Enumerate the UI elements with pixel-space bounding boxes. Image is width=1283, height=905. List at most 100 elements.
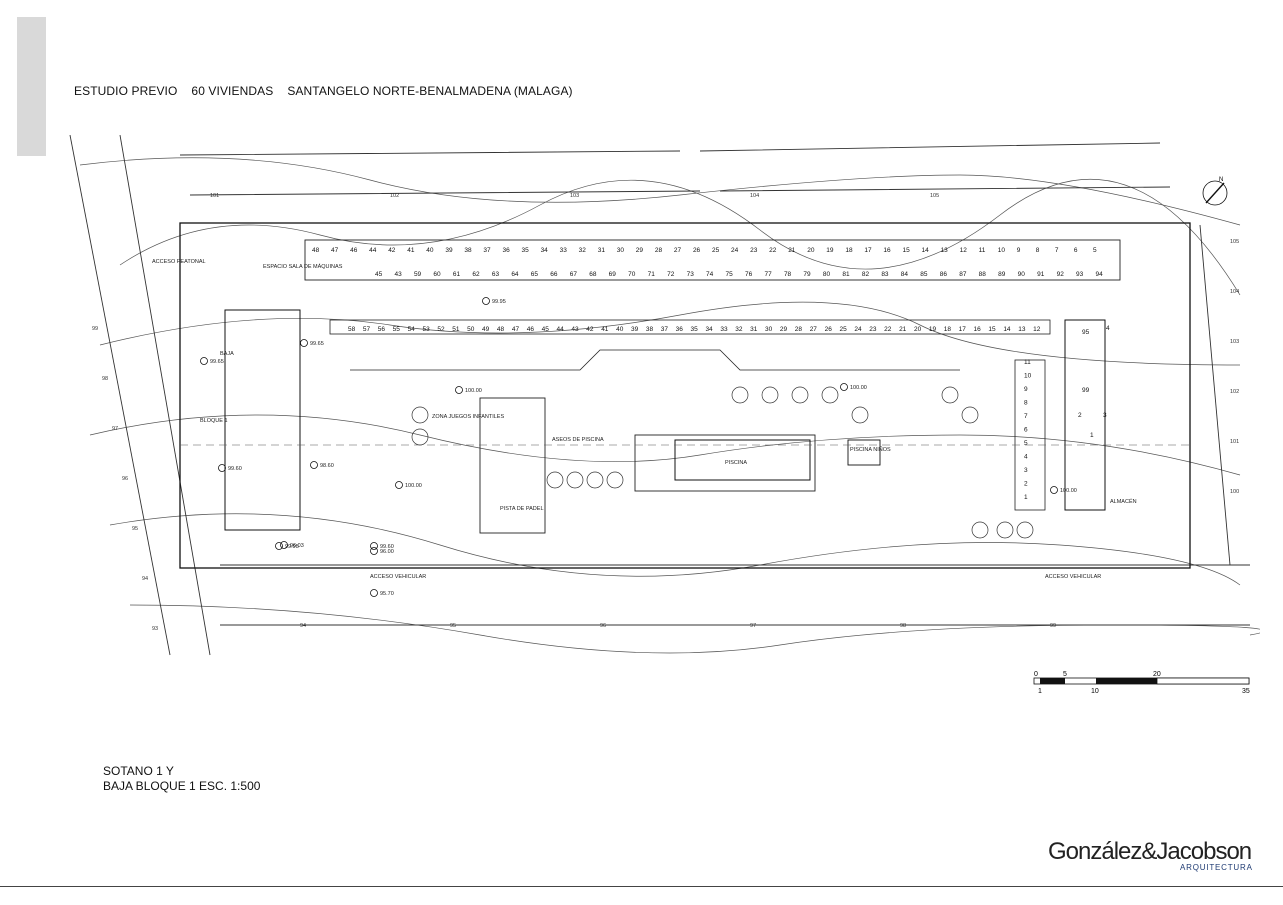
parking-space-middle: 35 xyxy=(691,326,699,333)
parking-space-top: 26 xyxy=(693,247,701,254)
parking-space-middle: 33 xyxy=(720,326,728,333)
label-espacio-maquinas: ESPACIO SALA DE MÁQUINAS xyxy=(263,263,343,270)
parking-space-middle: 55 xyxy=(393,326,401,333)
parking-space-middle: 27 xyxy=(810,326,818,333)
parking-space-top: 10 xyxy=(998,247,1006,254)
level-marker xyxy=(310,461,318,469)
parking-space-top: 19 xyxy=(826,247,834,254)
contour-label-bottom: 98 xyxy=(900,623,906,629)
parking-space-inner: 91 xyxy=(1037,271,1045,278)
label-piscina-ninos: PISCINA NIÑOS xyxy=(850,446,891,453)
parking-space-inner: 80 xyxy=(823,271,831,278)
title-study: ESTUDIO PREVIO xyxy=(74,84,178,98)
parking-space-top: 39 xyxy=(445,247,453,254)
logo-name: González&Jacobson xyxy=(1048,838,1252,865)
parking-space-inner: 64 xyxy=(511,271,519,278)
parking-space-top: 18 xyxy=(845,247,853,254)
parking-space-inner: 76 xyxy=(745,271,753,278)
parking-space-right: 10 xyxy=(1024,373,1032,380)
parking-space-inner: 62 xyxy=(472,271,480,278)
parking-space-inner: 63 xyxy=(492,271,500,278)
parking-space-right: 11 xyxy=(1024,359,1031,366)
parking-space-top: 6 xyxy=(1074,247,1078,254)
level-value: 96.00 xyxy=(380,549,394,555)
parking-space-right: 4 xyxy=(1024,454,1028,461)
parking-space-middle: 15 xyxy=(988,326,996,333)
contour-label-top: 101 xyxy=(210,193,219,199)
contour-label-left: 94 xyxy=(142,576,148,582)
parking-space-inner: 66 xyxy=(550,271,558,278)
parking-space-middle: 40 xyxy=(616,326,624,333)
parking-space-inner: 86 xyxy=(940,271,948,278)
parking-space-middle: 18 xyxy=(944,326,952,333)
caption-line-1: SOTANO 1 Y xyxy=(103,764,174,778)
contour-label-top: 103 xyxy=(570,193,579,199)
parking-space-top: 14 xyxy=(922,247,930,254)
parking-space-top: 13 xyxy=(941,247,949,254)
parking-space-middle: 42 xyxy=(586,326,594,333)
label-piscina: PISCINA xyxy=(725,460,747,466)
parking-space-middle: 39 xyxy=(631,326,639,333)
parking-space-middle: 13 xyxy=(1018,326,1026,333)
parking-space-inner: 85 xyxy=(920,271,928,278)
label-acceso-vehicular-2: ACCESO VEHICULAR xyxy=(1045,574,1101,580)
label-zona-juegos: ZONA JUEGOS INFANTILES xyxy=(432,414,504,420)
parking-space-top: 20 xyxy=(807,247,815,254)
parking-space-middle: 21 xyxy=(899,326,907,333)
scale-top-0: 0 xyxy=(1034,671,1038,678)
level-marker xyxy=(218,464,226,472)
parking-space-top: 17 xyxy=(864,247,872,254)
parking-space-top: 40 xyxy=(426,247,434,254)
contour-label-bottom: 97 xyxy=(750,623,756,629)
parking-space-top: 41 xyxy=(407,247,415,254)
parking-space-inner: 65 xyxy=(531,271,539,278)
parking-space-middle: 51 xyxy=(452,326,460,333)
parking-space-inner: 60 xyxy=(433,271,441,278)
parking-space-block: 2 xyxy=(1078,412,1082,419)
level-value: 100.00 xyxy=(1060,488,1077,494)
parking-space-middle: 46 xyxy=(527,326,535,333)
parking-space-middle: 32 xyxy=(735,326,743,333)
contour-label-left: 99 xyxy=(92,326,98,332)
parking-space-top: 31 xyxy=(598,247,606,254)
level-value: 99.65 xyxy=(210,359,224,365)
parking-space-top: 36 xyxy=(502,247,510,254)
side-tab xyxy=(17,17,46,156)
parking-space-top: 46 xyxy=(350,247,358,254)
parking-space-middle: 24 xyxy=(854,326,862,333)
scale-bottom-2: 35 xyxy=(1242,688,1250,695)
contour-lines xyxy=(79,157,1260,654)
contour-label-left: 97 xyxy=(112,426,118,432)
contour-label-bottom: 94 xyxy=(300,623,306,629)
parking-space-top: 21 xyxy=(788,247,796,254)
parking-space-right: 7 xyxy=(1024,413,1028,420)
parking-space-middle: 43 xyxy=(571,326,579,333)
parking-space-inner: 89 xyxy=(998,271,1006,278)
parking-space-middle: 47 xyxy=(512,326,520,333)
parking-space-top: 47 xyxy=(331,247,339,254)
level-value: 95.70 xyxy=(380,591,394,597)
parking-space-top: 32 xyxy=(579,247,587,254)
parking-space-middle: 28 xyxy=(795,326,803,333)
parking-space-middle: 12 xyxy=(1033,326,1041,333)
parking-space-top: 44 xyxy=(369,247,377,254)
bottom-rule xyxy=(0,886,1283,887)
company-logo: González&Jacobson ARQUITECTURA xyxy=(1046,828,1256,884)
parking-space-middle: 45 xyxy=(542,326,550,333)
parking-space-inner: 83 xyxy=(881,271,889,278)
level-marker xyxy=(455,386,463,394)
parking-space-top: 22 xyxy=(769,247,777,254)
label-aseos: ASEOS DE PISCINA xyxy=(552,437,604,443)
contour-label-right: 104 xyxy=(1230,289,1239,295)
parking-space-inner: 90 xyxy=(1018,271,1026,278)
contour-label-right: 103 xyxy=(1230,339,1239,345)
parking-space-top: 25 xyxy=(712,247,720,254)
garden-path xyxy=(350,349,960,371)
contour-label-right: 105 xyxy=(1230,239,1239,245)
parking-space-block: 1 xyxy=(1090,432,1094,439)
level-value: 99.60 xyxy=(228,466,242,472)
level-value: 99.65 xyxy=(310,341,324,347)
parking-space-top: 5 xyxy=(1093,247,1097,254)
parking-space-block: 95 xyxy=(1082,329,1090,336)
parking-space-top: 23 xyxy=(750,247,758,254)
